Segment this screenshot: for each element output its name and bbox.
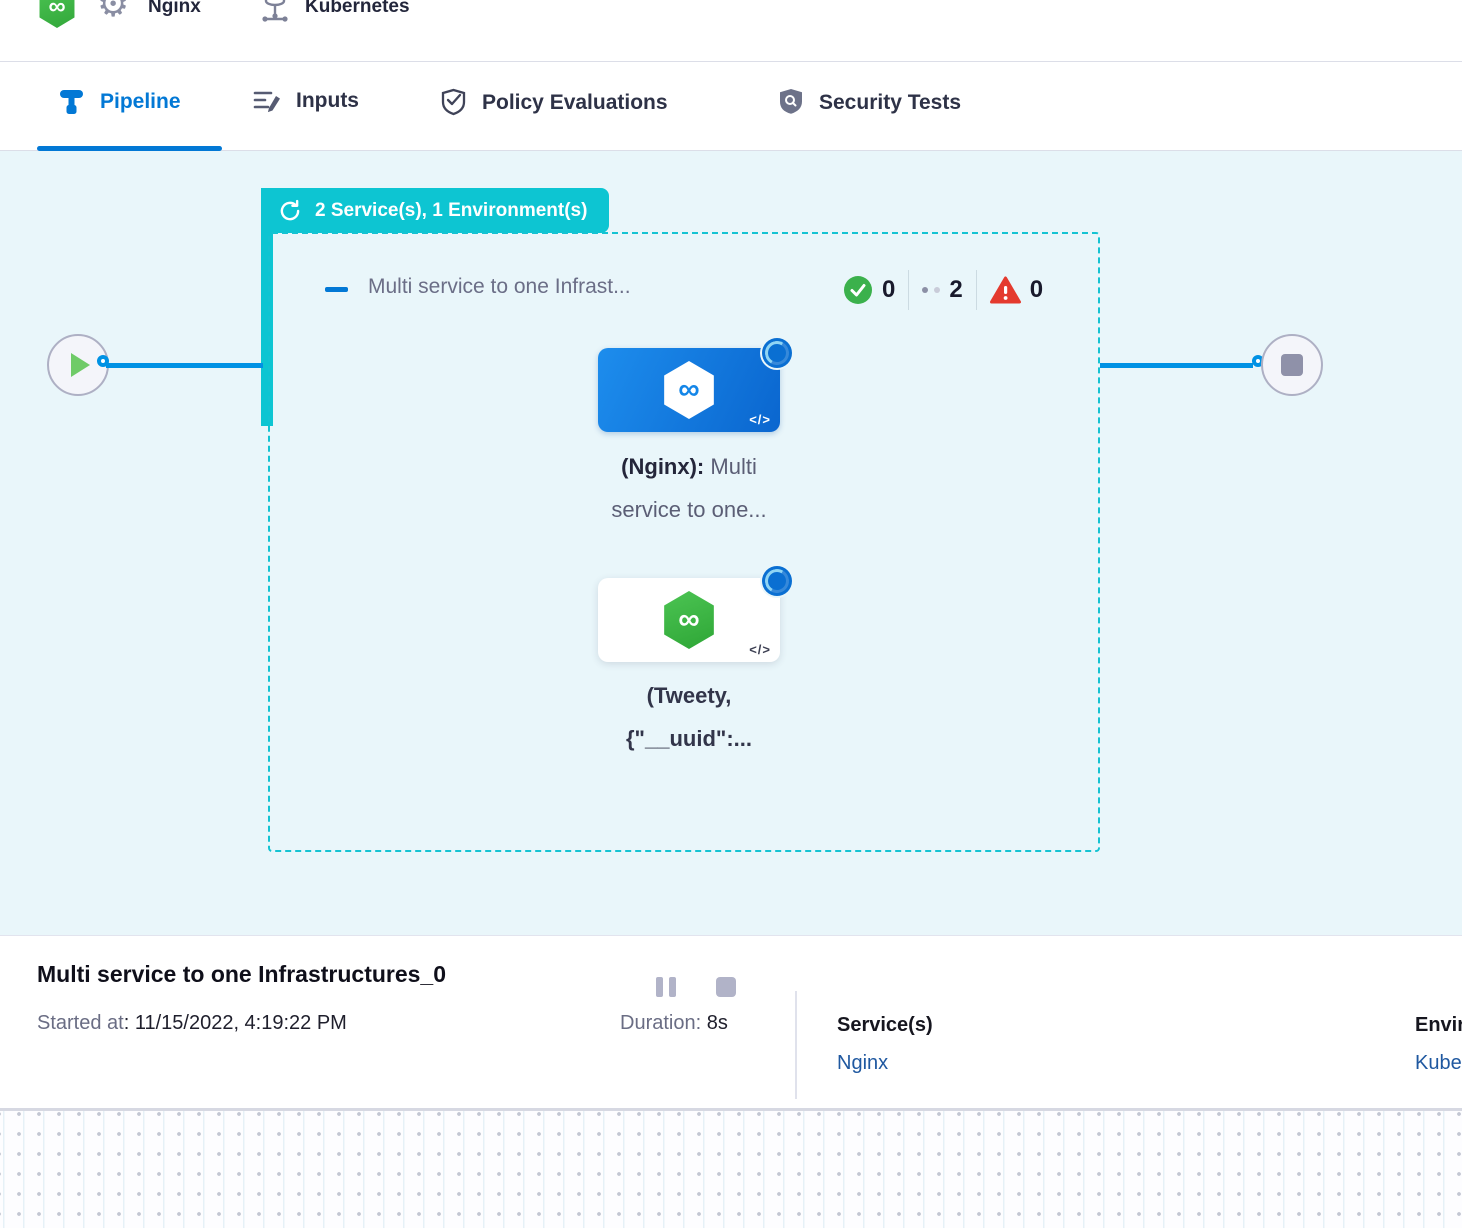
environments-link[interactable]: Kubernetes — [1415, 1052, 1462, 1074]
harness-infinity-icon: ∞ — [664, 591, 714, 649]
failed-count: 0 — [1029, 276, 1044, 303]
connector-dot — [97, 355, 109, 367]
duration: Duration: 8s — [620, 1012, 728, 1034]
divider — [975, 270, 977, 310]
stage-status-counts: 0 2 0 — [843, 270, 1043, 310]
shield-search-icon — [778, 88, 804, 117]
running-spinner-icon — [762, 566, 792, 596]
harness-infinity-icon: ∞ — [664, 361, 714, 419]
tab-policy-evaluations-label: Policy Evaluations — [482, 90, 668, 114]
tab-pipeline[interactable]: Pipeline — [58, 88, 181, 115]
tab-bar: Pipeline Inputs Policy Evaluations — [0, 62, 1462, 151]
code-glyph: </> — [749, 642, 771, 657]
code-glyph: </> — [749, 412, 771, 427]
inputs-icon — [253, 88, 281, 114]
pipeline-end-node[interactable] — [1261, 334, 1323, 396]
link-line — [106, 363, 263, 368]
stage-services-badge[interactable]: 2 Service(s), 1 Environment(s) — [262, 188, 610, 233]
execution-summary-bar: Multi service to one Infrastructures_0 S… — [0, 935, 1462, 1108]
running-dots-icon — [922, 287, 941, 293]
warning-triangle-icon — [989, 276, 1021, 305]
play-icon — [71, 353, 90, 377]
service-node-tweety[interactable]: ∞ </> — [598, 578, 780, 662]
environments-label: Environment(s) — [1415, 1014, 1462, 1036]
tab-security-tests[interactable]: Security Tests — [778, 88, 961, 117]
tab-policy-evaluations[interactable]: Policy Evaluations — [440, 88, 668, 117]
active-tab-underline — [37, 146, 222, 151]
pipeline-icon — [58, 88, 85, 115]
link-line — [1100, 363, 1253, 368]
tab-inputs[interactable]: Inputs — [253, 88, 359, 114]
context-header: ∞ ⚙ Nginx Kubernetes — [0, 0, 1462, 62]
stage-title[interactable]: Multi service to one Infrast... — [368, 275, 631, 298]
started-at: Started at: 11/15/2022, 4:19:22 PM — [37, 1012, 347, 1034]
pause-button[interactable] — [656, 977, 676, 997]
running-spinner-icon — [762, 338, 792, 368]
pipeline-canvas[interactable]: 2 Service(s), 1 Environment(s) Multi ser… — [0, 151, 1462, 935]
context-environment-name[interactable]: Kubernetes — [305, 0, 410, 17]
services-link[interactable]: Nginx — [837, 1052, 889, 1074]
gear-icon: ⚙ — [97, 0, 130, 24]
stage-badge-label: 2 Service(s), 1 Environment(s) — [315, 199, 588, 221]
context-service-name[interactable]: Nginx — [148, 0, 201, 17]
stop-square-icon — [1281, 354, 1303, 376]
stage-accent-bar — [261, 188, 273, 426]
service-node-nginx-label: (Nginx): Multi service to one... — [611, 454, 767, 522]
success-check-icon — [843, 275, 873, 305]
tab-security-tests-label: Security Tests — [819, 90, 962, 114]
shield-check-icon — [440, 88, 467, 117]
console-dot-grid — [0, 1108, 1462, 1228]
divider — [908, 270, 910, 310]
success-count: 0 — [882, 276, 896, 303]
execution-title: Multi service to one Infrastructures_0 — [37, 961, 447, 987]
tab-pipeline-label: Pipeline — [100, 89, 181, 113]
collapse-stage-icon[interactable] — [325, 287, 348, 292]
divider — [795, 991, 797, 1099]
stage-group-boundary[interactable] — [268, 232, 1100, 852]
environment-icon — [258, 0, 292, 26]
service-node-nginx[interactable]: ∞ </> — [598, 348, 780, 432]
stop-button[interactable] — [716, 977, 736, 997]
harness-service-icon: ∞ — [39, 0, 75, 28]
running-count: 2 — [949, 276, 963, 303]
tab-inputs-label: Inputs — [296, 89, 359, 112]
services-label: Service(s) — [837, 1014, 933, 1036]
pipeline-start-node[interactable] — [47, 334, 109, 396]
service-node-tweety-label: (Tweety, {"__uuid":... — [626, 683, 752, 751]
loop-icon — [277, 198, 303, 224]
